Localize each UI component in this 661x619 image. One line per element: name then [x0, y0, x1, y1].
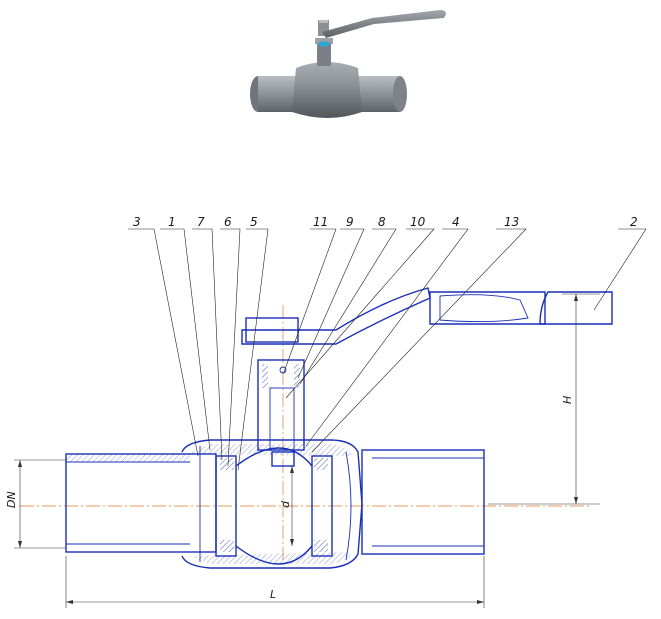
handle-lever — [241, 287, 613, 345]
h-label: H — [561, 396, 574, 404]
callout-3: 3 — [133, 215, 141, 229]
callout-8: 8 — [378, 215, 386, 229]
callouts: 3 1 7 6 5 11 9 8 10 4 13 2 — [133, 215, 638, 229]
dimension-d: d — [279, 466, 294, 546]
ball-and-seats — [215, 447, 333, 565]
callout-4: 4 — [452, 215, 460, 229]
callout-5: 5 — [250, 215, 258, 229]
left-pipe — [65, 453, 217, 553]
leader-lines — [128, 228, 647, 471]
section-view: 3 1 7 6 5 11 9 8 10 4 13 2 DN d — [5, 215, 647, 608]
d-label: d — [279, 500, 292, 508]
valve-render-illustration — [250, 10, 446, 118]
callout-1: 1 — [168, 215, 176, 229]
dimension-dn: DN — [5, 459, 66, 549]
right-pipe — [361, 449, 485, 555]
dimension-h: H — [488, 293, 600, 505]
callout-11: 11 — [313, 215, 328, 229]
callout-10: 10 — [410, 215, 426, 229]
callout-6: 6 — [224, 215, 232, 229]
l-label: L — [270, 588, 276, 601]
dimension-l: L — [65, 556, 485, 608]
callout-2: 2 — [630, 215, 638, 229]
callout-9: 9 — [346, 215, 354, 229]
dn-label: DN — [5, 491, 18, 508]
callout-7: 7 — [197, 215, 205, 229]
callout-13: 13 — [504, 215, 519, 229]
